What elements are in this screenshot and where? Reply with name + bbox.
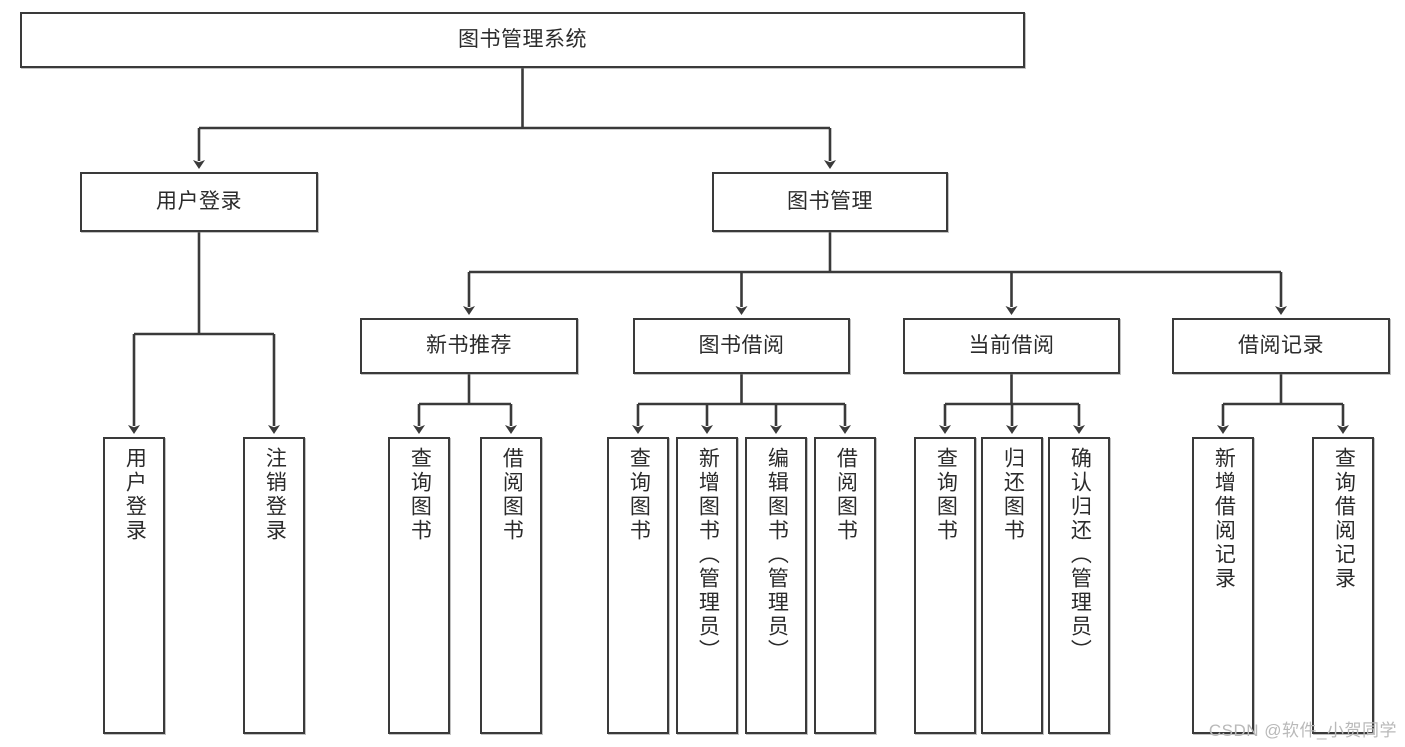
node-label: 编辑图书（管理员）	[765, 447, 789, 663]
node-label: 新增借阅记录	[1212, 447, 1236, 591]
node-leaf-confirm-return[interactable]: 确认归还（管理员）	[1048, 437, 1110, 734]
node-label: 新增图书（管理员）	[696, 447, 720, 663]
node-leaf-return-book[interactable]: 归还图书	[981, 437, 1043, 734]
node-label: 图书管理系统	[458, 27, 587, 51]
node-book-borrow[interactable]: 图书借阅	[633, 318, 850, 374]
node-leaf-borrow-book-2[interactable]: 借阅图书	[814, 437, 876, 734]
node-leaf-user-logout[interactable]: 注销登录	[243, 437, 305, 734]
node-label: 新书推荐	[426, 333, 512, 357]
node-label: 用户登录	[156, 189, 242, 213]
node-label: 图书借阅	[698, 333, 785, 357]
node-label: 注销登录	[263, 447, 287, 543]
node-user-login[interactable]: 用户登录	[80, 172, 318, 232]
node-leaf-query-record[interactable]: 查询借阅记录	[1312, 437, 1374, 734]
node-label: 借阅图书	[834, 447, 858, 543]
node-leaf-query-book-1[interactable]: 查询图书	[388, 437, 450, 734]
node-label: 归还图书	[1001, 447, 1025, 543]
node-label: 当前借阅	[968, 333, 1055, 357]
watermark-text: CSDN @软件_小贺同学	[1208, 721, 1397, 740]
node-label: 用户登录	[123, 447, 147, 543]
node-label: 借阅记录	[1238, 333, 1324, 357]
node-leaf-user-login[interactable]: 用户登录	[103, 437, 165, 734]
node-book-manage[interactable]: 图书管理	[712, 172, 948, 232]
node-leaf-query-book-2[interactable]: 查询图书	[607, 437, 669, 734]
node-borrow-record[interactable]: 借阅记录	[1172, 318, 1390, 374]
node-leaf-borrow-book-1[interactable]: 借阅图书	[480, 437, 542, 734]
node-label: 查询图书	[934, 447, 958, 543]
node-leaf-edit-book[interactable]: 编辑图书（管理员）	[745, 437, 807, 734]
node-root[interactable]: 图书管理系统	[20, 12, 1025, 68]
node-label: 图书管理	[787, 189, 873, 213]
node-current-borrow[interactable]: 当前借阅	[903, 318, 1120, 374]
node-new-book-recommend[interactable]: 新书推荐	[360, 318, 578, 374]
node-leaf-add-book[interactable]: 新增图书（管理员）	[676, 437, 738, 734]
node-leaf-add-record[interactable]: 新增借阅记录	[1192, 437, 1254, 734]
node-leaf-query-book-3[interactable]: 查询图书	[914, 437, 976, 734]
node-label: 借阅图书	[500, 447, 524, 543]
node-label: 查询图书	[408, 447, 432, 543]
node-label: 查询借阅记录	[1332, 447, 1356, 591]
node-label: 查询图书	[627, 447, 651, 543]
node-label: 确认归还（管理员）	[1068, 447, 1092, 663]
